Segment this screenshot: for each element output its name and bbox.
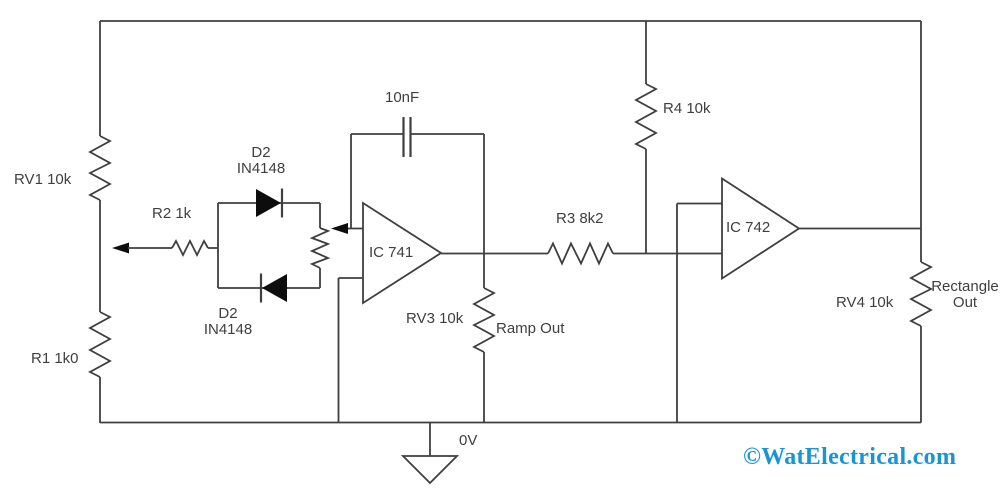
- label-rectangle-out-line2: Out: [952, 294, 978, 311]
- ic741-noninverting-input-wire: [337, 277, 363, 423]
- capacitor-feedback-wire: [351, 133, 485, 254]
- label-d2-top-name: D2: [251, 144, 271, 161]
- diode-d2-bottom-icon: [262, 274, 287, 302]
- resistor-r3: [547, 241, 614, 266]
- opamp-ic741-icon: [362, 201, 443, 305]
- label-rv3: RV3 10k: [406, 310, 464, 327]
- label-d2-bottom-name: D2: [218, 305, 238, 322]
- rv1-wiper-arrow-icon: [112, 242, 129, 254]
- label-r4: R4 10k: [663, 100, 711, 117]
- ic742-input-loop-wire: [676, 202, 722, 423]
- label-ic741: IC 741: [369, 244, 414, 261]
- label-rectangle-out: Rectangle Out: [925, 279, 1005, 311]
- diode-box-wires: [217, 202, 321, 289]
- label-ic742: IC 742: [726, 219, 771, 236]
- resistor-r1: [88, 311, 112, 378]
- resistor-diode-box: [309, 227, 331, 269]
- label-ramp-out: Ramp Out: [496, 320, 565, 337]
- label-d2-bottom-part: IN4148: [203, 321, 253, 338]
- label-d2-top: D2 IN4148: [226, 145, 296, 177]
- capacitor-c1-icon: [402, 117, 412, 157]
- diode-d2-top-icon: [256, 189, 281, 217]
- ic741-inverting-input-wire: [346, 134, 363, 230]
- label-r1: R1 1k0: [31, 350, 79, 367]
- resistor-rv4: [909, 261, 933, 327]
- resistor-rv3: [472, 287, 496, 353]
- label-r2: R2 1k: [152, 205, 192, 222]
- label-ground-0v: 0V: [459, 432, 478, 449]
- label-rv4: RV4 10k: [836, 294, 894, 311]
- label-r3: R3 8k2: [556, 210, 604, 227]
- label-d2-top-part: IN4148: [236, 160, 286, 177]
- watermark-text: ©WatElectrical.com: [743, 444, 957, 470]
- label-rv1: RV1 10k: [14, 171, 72, 188]
- label-d2-bottom: D2 IN4148: [193, 306, 263, 338]
- label-rectangle-out-line1: Rectangle: [931, 278, 999, 295]
- label-c1: 10nF: [385, 89, 420, 106]
- ground-symbol-icon: [400, 455, 460, 485]
- resistor-rv1: [88, 135, 112, 201]
- resistor-r2: [171, 238, 209, 258]
- resistor-r4: [634, 83, 658, 150]
- opamp-ic742-icon: [721, 176, 801, 281]
- feedback-wiper-arrow-icon: [331, 223, 348, 234]
